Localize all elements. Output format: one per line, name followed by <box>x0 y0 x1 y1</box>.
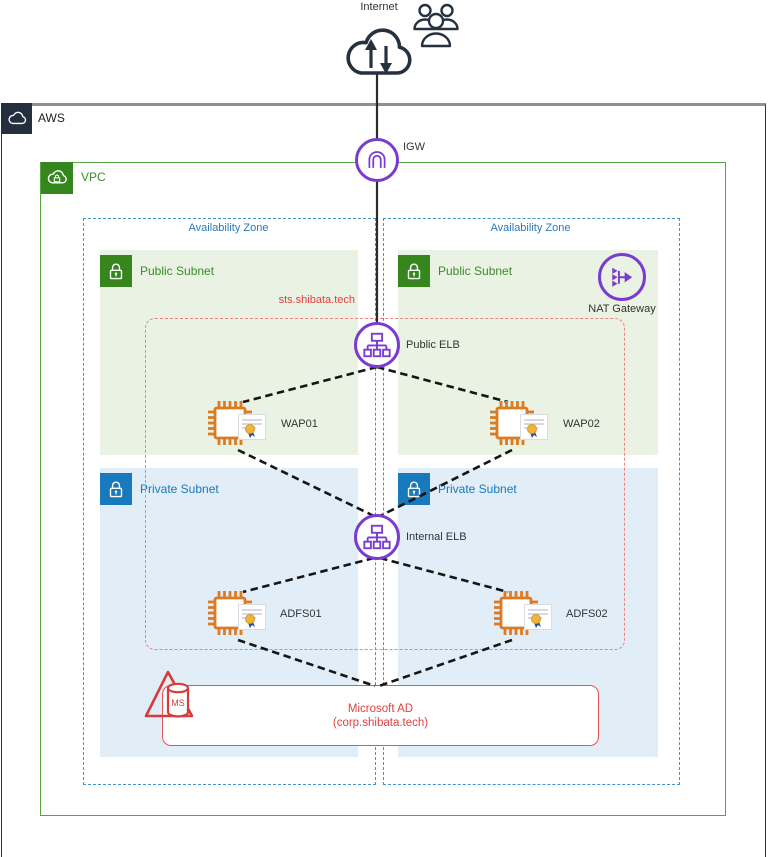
aws-cloud-boundary <box>1 103 766 857</box>
aws-cloud-icon <box>1 103 32 134</box>
microsoft-ad-subtitle: (corp.shibata.tech) <box>332 716 429 729</box>
certificate-icon <box>520 414 548 440</box>
directory-icon-text: MS <box>171 698 185 708</box>
server-label: WAP02 <box>563 418 600 430</box>
igw-label: IGW <box>403 141 425 153</box>
certificate-icon <box>238 414 266 440</box>
server-label: WAP01 <box>281 418 318 430</box>
public-elb-icon <box>354 322 400 368</box>
server-chip-icon <box>488 399 536 447</box>
internet-cloud-icon <box>337 12 421 84</box>
private-subnet-lock-icon <box>100 473 132 505</box>
microsoft-ad-title: Microsoft AD <box>347 702 414 715</box>
availability-zone-left <box>83 218 376 785</box>
server-label: ADFS02 <box>566 608 608 620</box>
nat-gateway-icon <box>598 253 646 301</box>
microsoft-ad-box: Microsoft AD (corp.shibata.tech) <box>162 685 599 746</box>
directory-service-icon: MS <box>141 666 203 726</box>
public-subnet-lock-icon <box>100 255 132 287</box>
certificate-icon <box>524 604 552 630</box>
internet-gateway-icon <box>355 138 399 182</box>
public-subnet-right-label: Public Subnet <box>438 264 513 278</box>
certificate-icon <box>238 604 266 630</box>
public-elb-label: Public ELB <box>406 339 460 351</box>
users-icon <box>410 2 462 48</box>
private-subnet-left-label: Private Subnet <box>140 482 219 496</box>
aws-label: AWS <box>38 111 65 125</box>
nat-gateway-label: NAT Gateway <box>588 303 656 315</box>
az-left-label: Availability Zone <box>188 222 269 234</box>
vpc-label: VPC <box>81 170 106 184</box>
public-subnet-left-label: Public Subnet <box>140 264 215 278</box>
server-label: ADFS01 <box>280 608 322 620</box>
public-subnet-lock-icon <box>398 255 430 287</box>
vpc-icon <box>41 162 73 194</box>
internal-elb-icon <box>354 514 400 560</box>
az-right-label: Availability Zone <box>490 222 571 234</box>
sts-domain-label: sts.shibata.tech <box>278 294 355 306</box>
internal-elb-label: Internal ELB <box>406 531 467 543</box>
internet-label: Internet <box>360 1 398 13</box>
